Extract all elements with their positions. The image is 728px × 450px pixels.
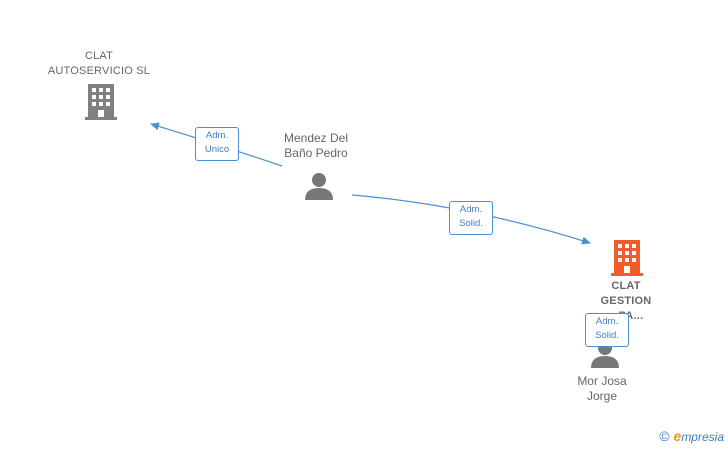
person-node-mendez-label[interactable]: Mendez Del Baño Pedro (266, 131, 366, 161)
company-name-line: GESTION (600, 295, 652, 307)
brand-watermark[interactable]: ©empresia (659, 428, 724, 444)
company-name-line: CLAT (84, 50, 114, 62)
company-name-line: AUTOSERVICIO SL (47, 65, 151, 77)
edge-label-adm-solid-mor[interactable]: Adm. Solid. (585, 313, 629, 347)
company-node-clat-autoservicio-label[interactable]: CLAT AUTOSERVICIO SL (40, 49, 158, 79)
person-icon[interactable] (304, 172, 334, 200)
person-node-mor-label[interactable]: Mor Josa Jorge (560, 374, 644, 404)
copyright-icon: © (659, 428, 670, 444)
person-name-line: Baño Pedro (284, 146, 348, 160)
brand-logo-e: e (673, 428, 682, 444)
person-name-line: Mor Josa (577, 374, 627, 388)
building-icon[interactable] (85, 84, 117, 120)
brand-logo-text: mpresia (681, 430, 724, 444)
edge-label-adm-solid[interactable]: Adm. Solid. (449, 201, 493, 235)
building-icon[interactable] (611, 240, 643, 276)
person-name-line: Jorge (586, 389, 618, 403)
edge-label-adm-unico[interactable]: Adm. Unico (195, 127, 239, 161)
person-name-line: Mendez Del (283, 131, 349, 145)
company-name-line: CLAT (611, 280, 641, 292)
